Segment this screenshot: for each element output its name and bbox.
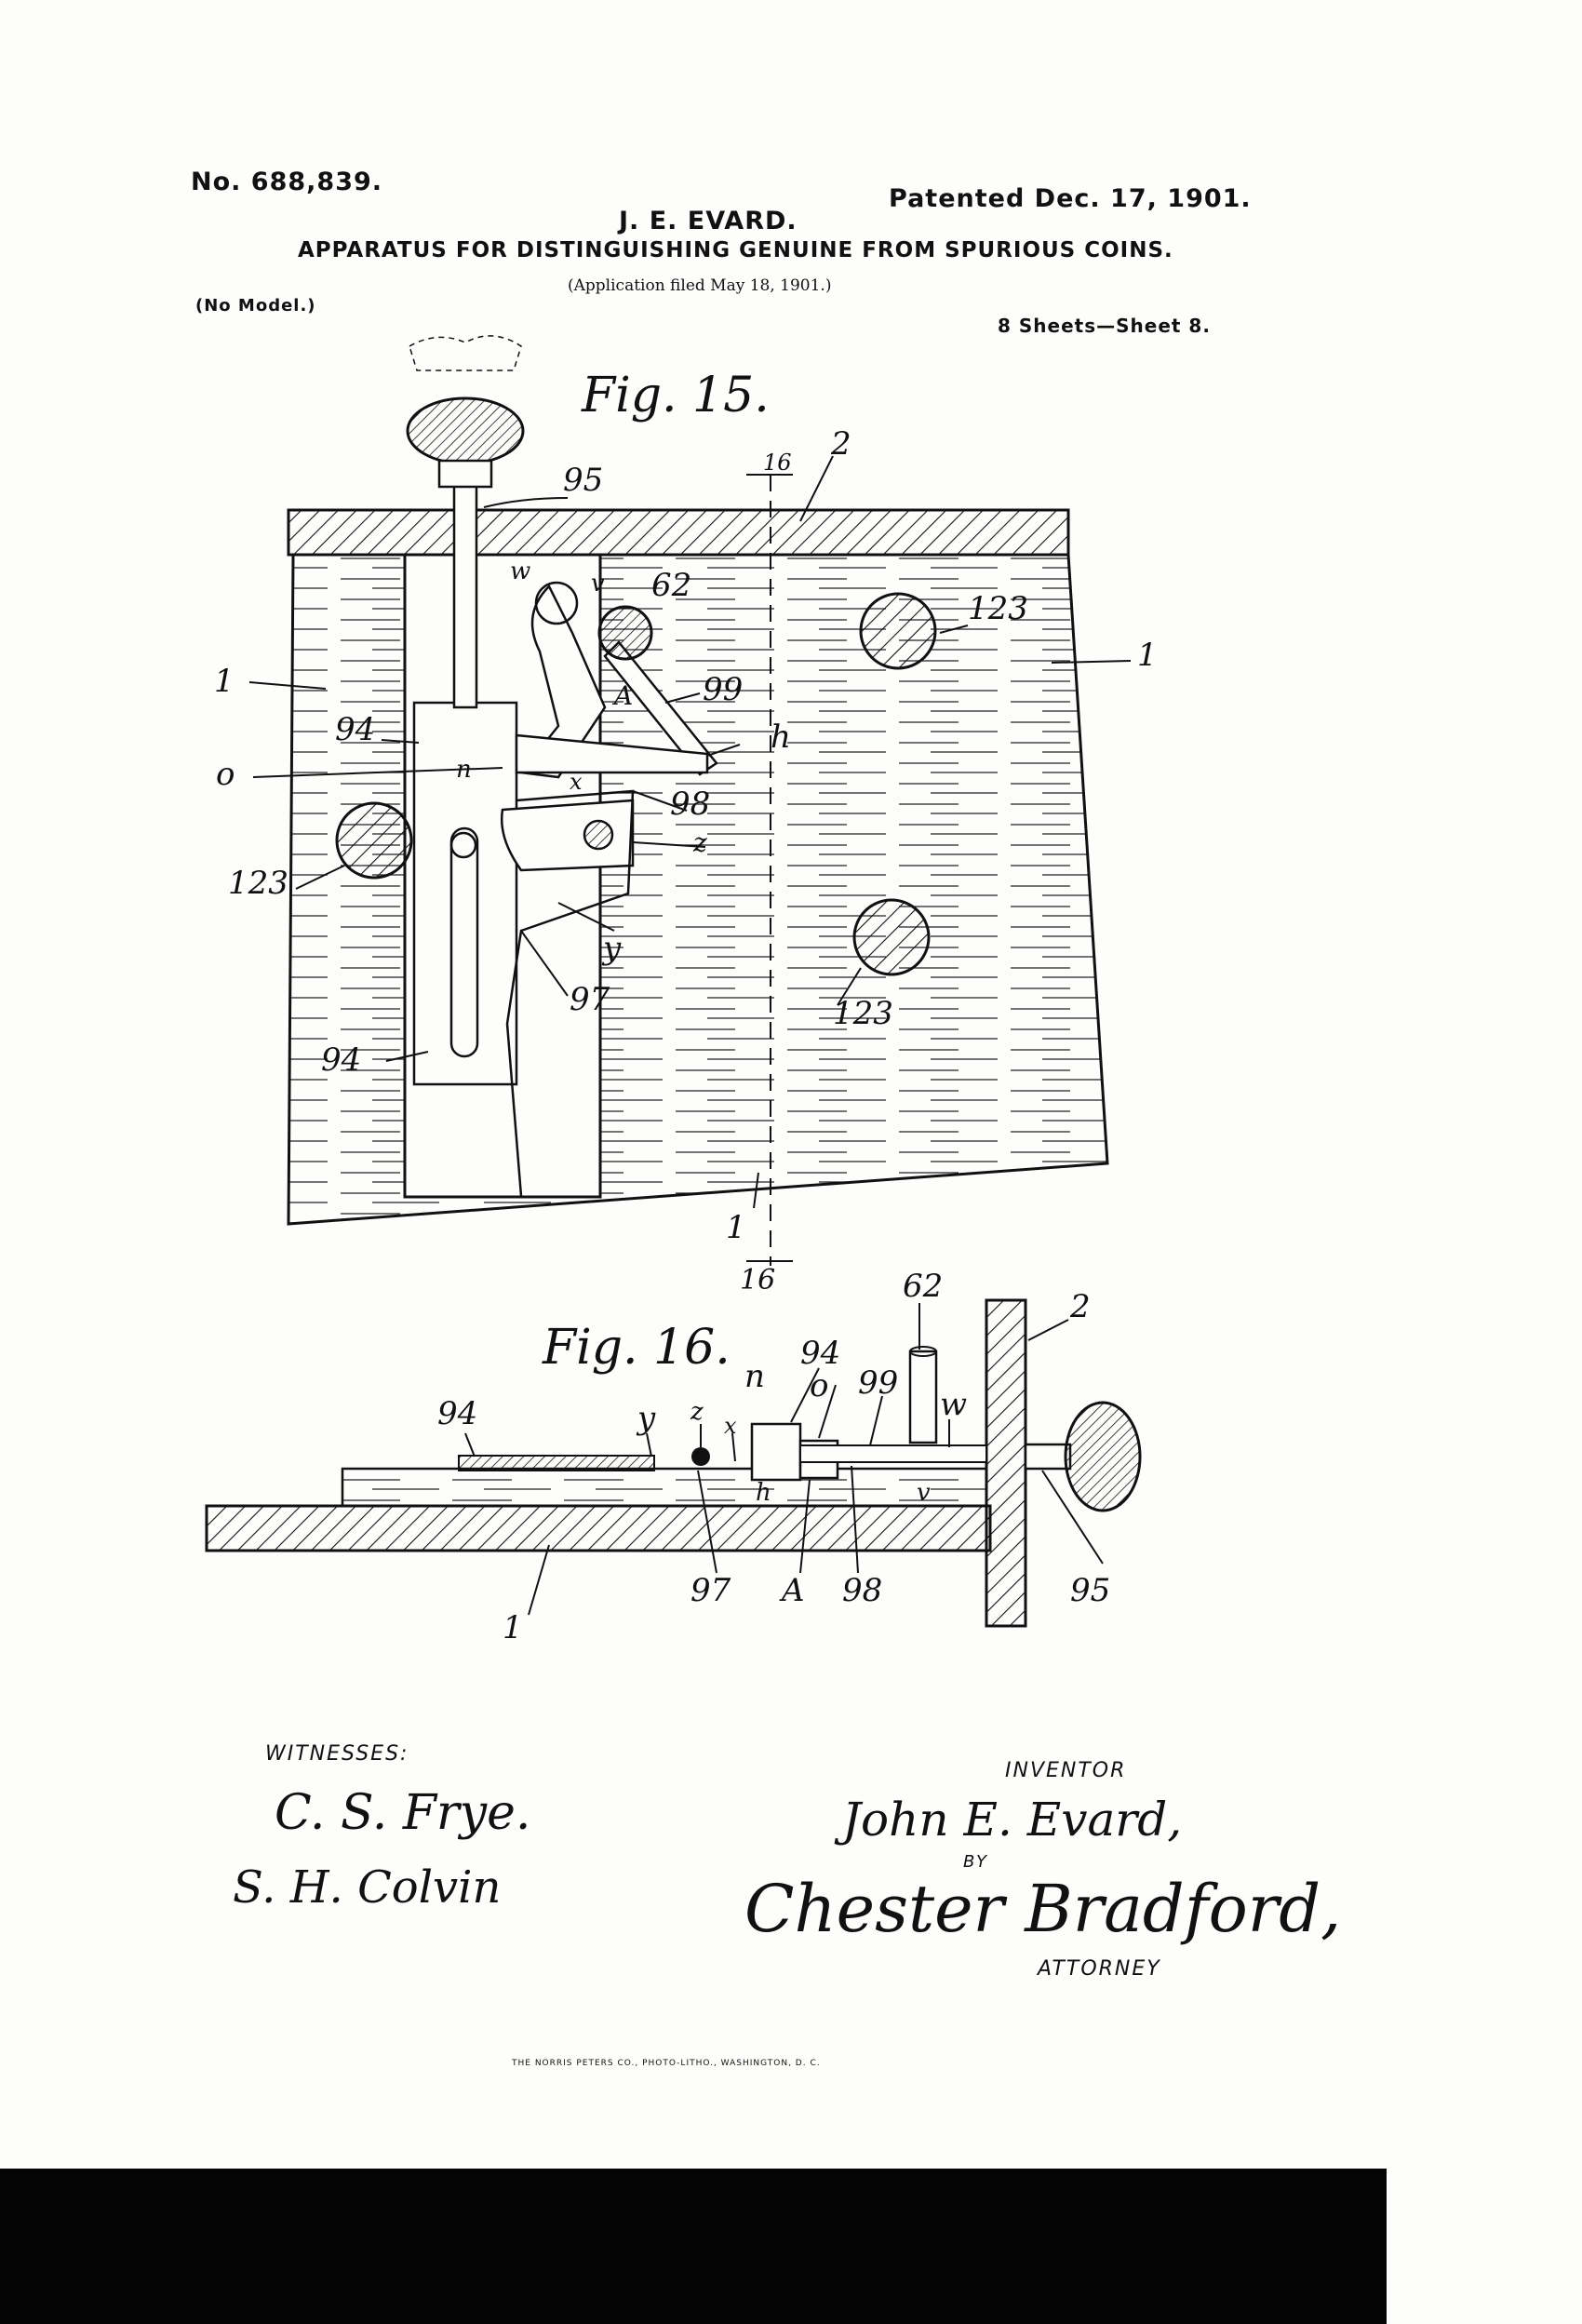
fig15-label-o: o xyxy=(216,756,235,793)
fig15-label-16-bottom: 16 xyxy=(740,1264,775,1296)
fig16-label-z: z xyxy=(690,1398,704,1426)
printer-credit: THE NORRIS PETERS CO., PHOTO-LITHO., WAS… xyxy=(512,2059,821,2068)
fig15-label-94-bottom: 94 xyxy=(321,1041,361,1079)
model-note: (No Model.) xyxy=(195,296,316,316)
fig15-label-16-top: 16 xyxy=(763,450,792,476)
fig16-label-97: 97 xyxy=(690,1572,731,1609)
fig15-title: Fig. 15. xyxy=(581,368,770,423)
fig15-label-z: z xyxy=(692,827,707,858)
fig16-label-n: n xyxy=(744,1358,765,1395)
fig16-base-bar xyxy=(205,1504,992,1552)
fig15-pin-z xyxy=(583,819,614,851)
inventor-name: J. E. EVARD. xyxy=(619,207,798,235)
fig15-plate-97 xyxy=(505,789,635,1197)
attorney-label: ATTORNEY xyxy=(1038,1957,1161,1981)
fig15-label-y: y xyxy=(601,930,622,967)
fig16-slide-94 xyxy=(458,1455,655,1471)
fig15-label-n: n xyxy=(456,756,472,784)
fig16-label-2: 2 xyxy=(1069,1288,1091,1325)
fig15-label-v: v xyxy=(591,570,605,598)
scan-edge-bar xyxy=(0,2169,1387,2324)
fig15-rod-95 xyxy=(452,482,478,709)
fig15-label-123-b: 123 xyxy=(228,865,288,902)
fig16-rail-lower xyxy=(341,1467,988,1508)
fig15-block-z xyxy=(501,799,635,872)
fig16-label-o: o xyxy=(810,1367,828,1404)
fig16-screw-z xyxy=(691,1447,710,1466)
fig15-lever xyxy=(518,584,607,779)
fig16-label-y: y xyxy=(636,1400,656,1437)
attorney-signature: Chester Bradford, xyxy=(744,1871,1342,1947)
patent-date: Patented Dec. 17, 1901. xyxy=(889,184,1252,213)
fig15-coin-123-a xyxy=(859,592,937,670)
fig15-label-x: x xyxy=(570,769,583,795)
fig16-title: Fig. 16. xyxy=(542,1320,731,1376)
witness-2-signature: S. H. Colvin xyxy=(233,1861,502,1914)
fig16-label-w: w xyxy=(940,1386,967,1423)
fig16-block-n xyxy=(750,1422,802,1482)
fig15-label-A: A xyxy=(611,680,633,711)
fig15-top-bar xyxy=(287,508,1070,557)
fig16-label-62: 62 xyxy=(903,1268,943,1305)
patent-number: No. 688,839. xyxy=(191,168,383,196)
fig16-label-99: 99 xyxy=(858,1364,898,1402)
application-filed: (Application filed May 18, 1901.) xyxy=(568,276,832,295)
fig15-label-123-c: 123 xyxy=(833,995,893,1032)
fig15-coin-123-c xyxy=(852,898,931,976)
fig16-rod-62 xyxy=(908,1350,938,1444)
fig15-label-62: 62 xyxy=(651,567,691,604)
figure-16: Fig. 16. xyxy=(205,1268,1142,1646)
witness-1-signature: C. S. Frye. xyxy=(275,1785,531,1841)
inventor-label: INVENTOR xyxy=(1005,1759,1127,1782)
figure-15: Fig. 15. xyxy=(214,335,1158,1296)
fig16-knob xyxy=(1064,1401,1142,1512)
fig15-label-2: 2 xyxy=(830,425,851,463)
fig15-slot-pin xyxy=(449,831,477,859)
fig16-wall xyxy=(985,1298,1027,1628)
fig16-label-95: 95 xyxy=(1070,1572,1110,1609)
fig16-label-v: v xyxy=(917,1479,931,1507)
fig15-pivot-62 xyxy=(597,605,653,661)
fig15-label-1-left: 1 xyxy=(214,663,235,700)
fig15-coin-123-b xyxy=(335,801,413,880)
fig16-label-94-right: 94 xyxy=(800,1335,840,1372)
fig15-slide-98 xyxy=(515,733,709,774)
fig16-rod-95 xyxy=(1024,1443,1072,1471)
fig15-label-123-a: 123 xyxy=(968,590,1028,627)
fig16-label-A: A xyxy=(779,1572,805,1609)
fig16-label-h: h xyxy=(756,1479,771,1507)
inventor-signature: John E. Evard, xyxy=(842,1793,1183,1847)
fig15-label-1-right: 1 xyxy=(1137,637,1158,674)
fig16-label-94-left: 94 xyxy=(437,1395,477,1432)
patent-title: APPARATUS FOR DISTINGUISHING GENUINE FRO… xyxy=(298,238,1173,262)
fig15-label-97: 97 xyxy=(570,981,610,1018)
fig15-label-95: 95 xyxy=(563,462,603,499)
fig15-slot xyxy=(449,826,479,1058)
fig15-label-99: 99 xyxy=(703,671,743,708)
by-label: BY xyxy=(963,1852,989,1872)
fig15-label-1-bottom: 1 xyxy=(726,1209,746,1246)
witnesses-label: WITNESSES: xyxy=(265,1742,409,1766)
fig15-label-98: 98 xyxy=(670,786,710,823)
fig16-label-x: x xyxy=(724,1413,737,1439)
sheets-count: 8 Sheets—Sheet 8. xyxy=(998,315,1211,337)
fig16-label-98: 98 xyxy=(842,1572,882,1609)
fig15-spring-w xyxy=(534,581,579,625)
fig15-label-w: w xyxy=(510,557,530,585)
fig15-knob xyxy=(406,335,525,489)
fig16-arm-99 xyxy=(799,1444,987,1463)
fig15-label-h: h xyxy=(771,719,791,756)
fig15-label-94-top: 94 xyxy=(335,711,375,748)
fig16-label-1: 1 xyxy=(503,1609,523,1646)
